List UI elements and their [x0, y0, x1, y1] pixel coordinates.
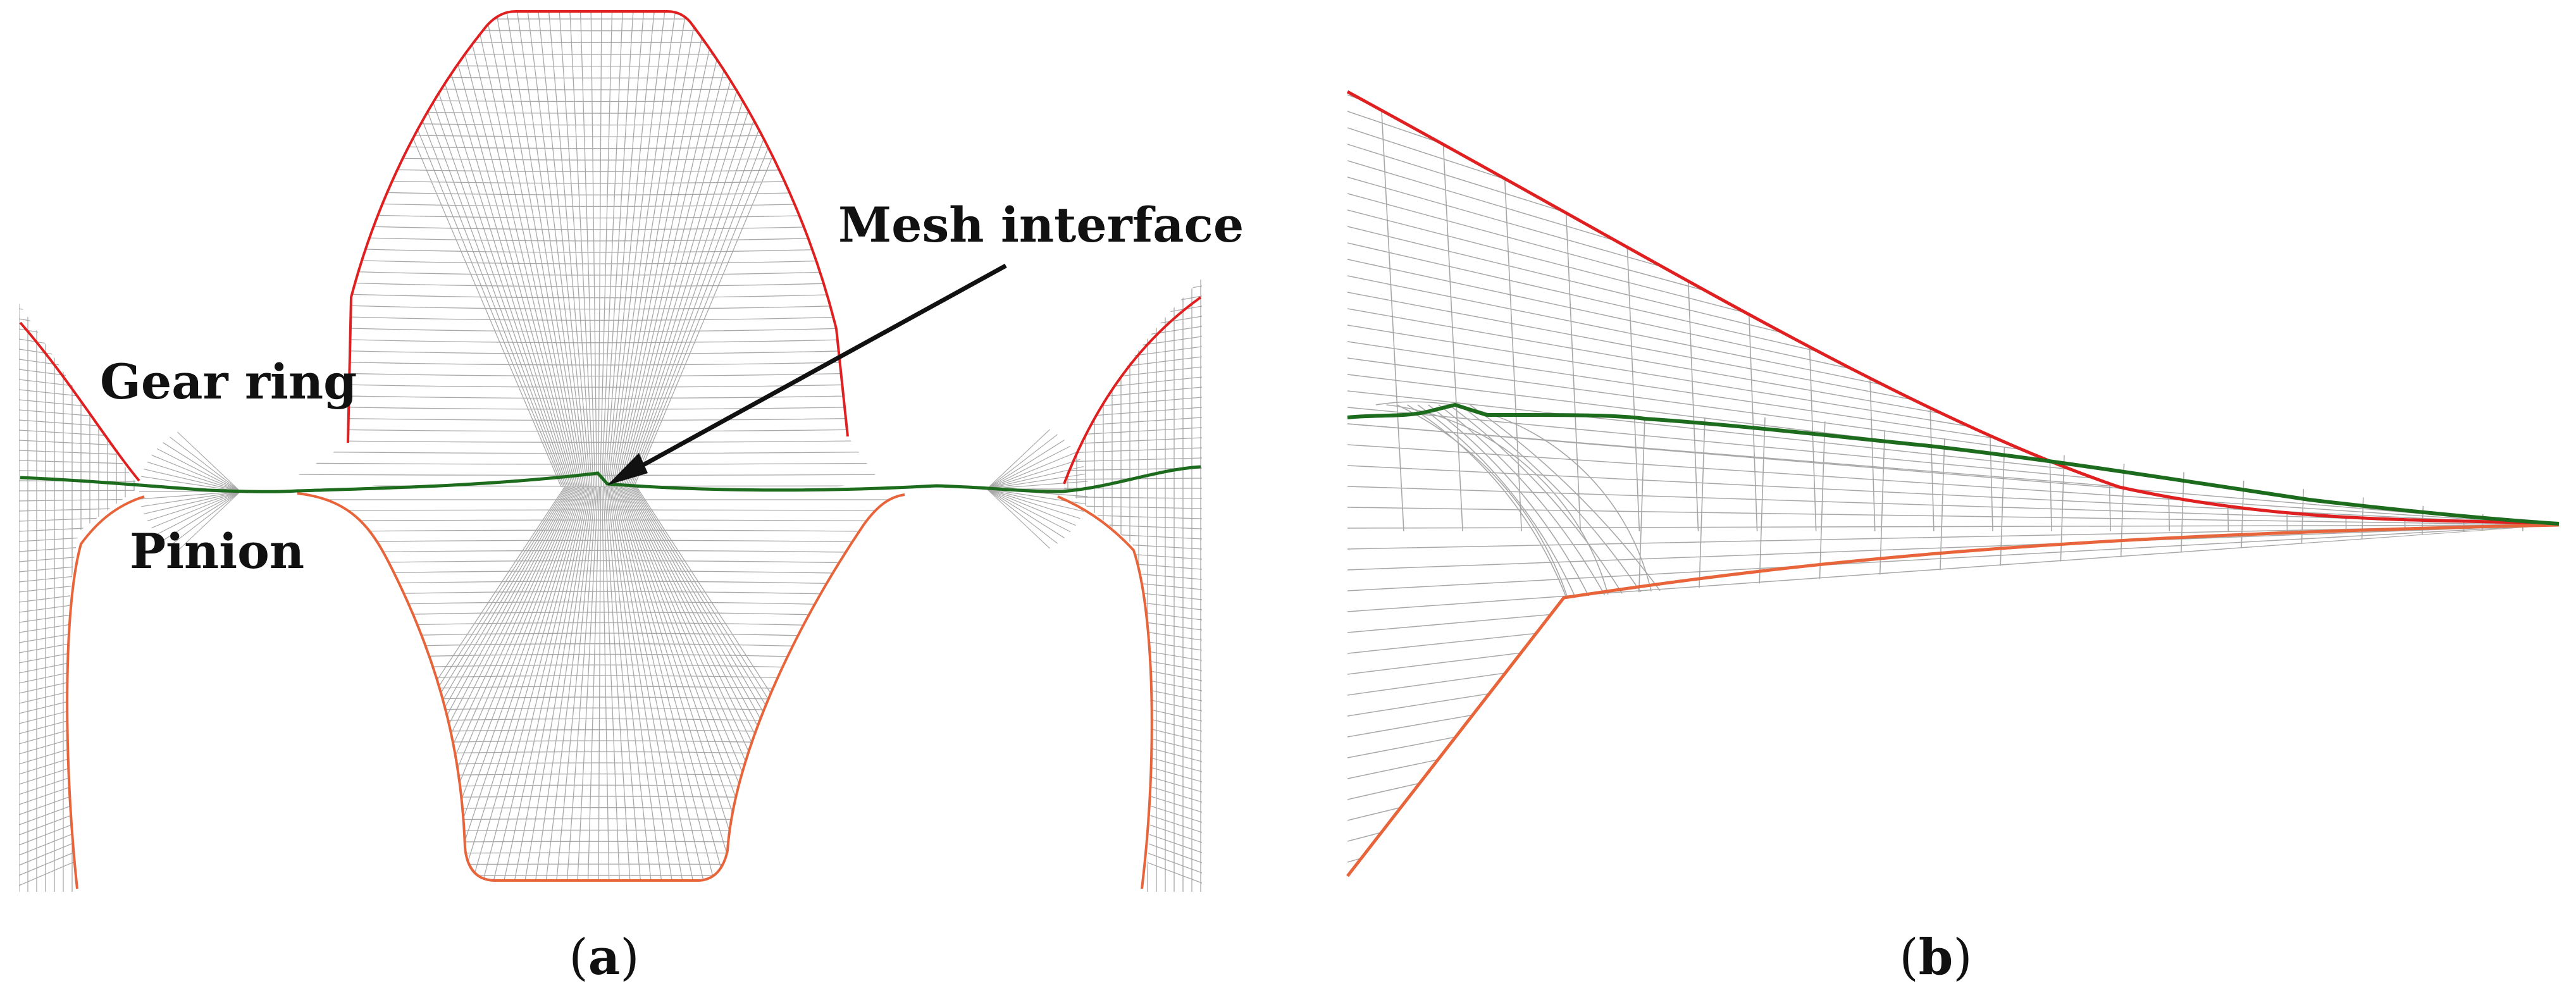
gear-ring-tooth-boundary [347, 10, 849, 443]
contact-fan-left [139, 431, 241, 552]
pinion-tooth-boundary [297, 492, 905, 882]
zoom-gear-ring-mesh [1347, 92, 2559, 531]
panel-b-mesh-grid [1347, 92, 2559, 876]
pinion-label: Pinion [130, 523, 304, 579]
mesh-interface-arrow [607, 263, 1007, 485]
panel-a-caption: (a) [569, 929, 639, 986]
panel-a-mesh-grid [19, 11, 1202, 892]
gear-ring-left-boundary [19, 321, 140, 482]
gear-ring-right-boundary [1063, 296, 1202, 485]
zoom-mesh-interface-line [1347, 402, 2560, 526]
contact-fan-right [986, 429, 1088, 549]
pinion-tooth-mesh [297, 486, 905, 880]
gear-tooth-mesh [297, 11, 879, 488]
gear-ring-label: Gear ring [100, 354, 357, 410]
panel-a: Gear ring Pinion Mesh interface (a) [19, 10, 1244, 986]
mesh-interface-line [20, 465, 1201, 493]
zoom-pinion-boundary [1346, 523, 2560, 877]
panel-b-caption: (b) [1899, 929, 1972, 986]
pinion-right-boundary [1057, 495, 1153, 889]
panel-b: (b) [1346, 90, 2560, 986]
mesh-interface-label: Mesh interface [838, 197, 1244, 253]
pinion-left-boundary [66, 495, 145, 889]
zoom-gear-ring-boundary [1346, 90, 2560, 526]
right-side-mesh [1063, 278, 1202, 892]
